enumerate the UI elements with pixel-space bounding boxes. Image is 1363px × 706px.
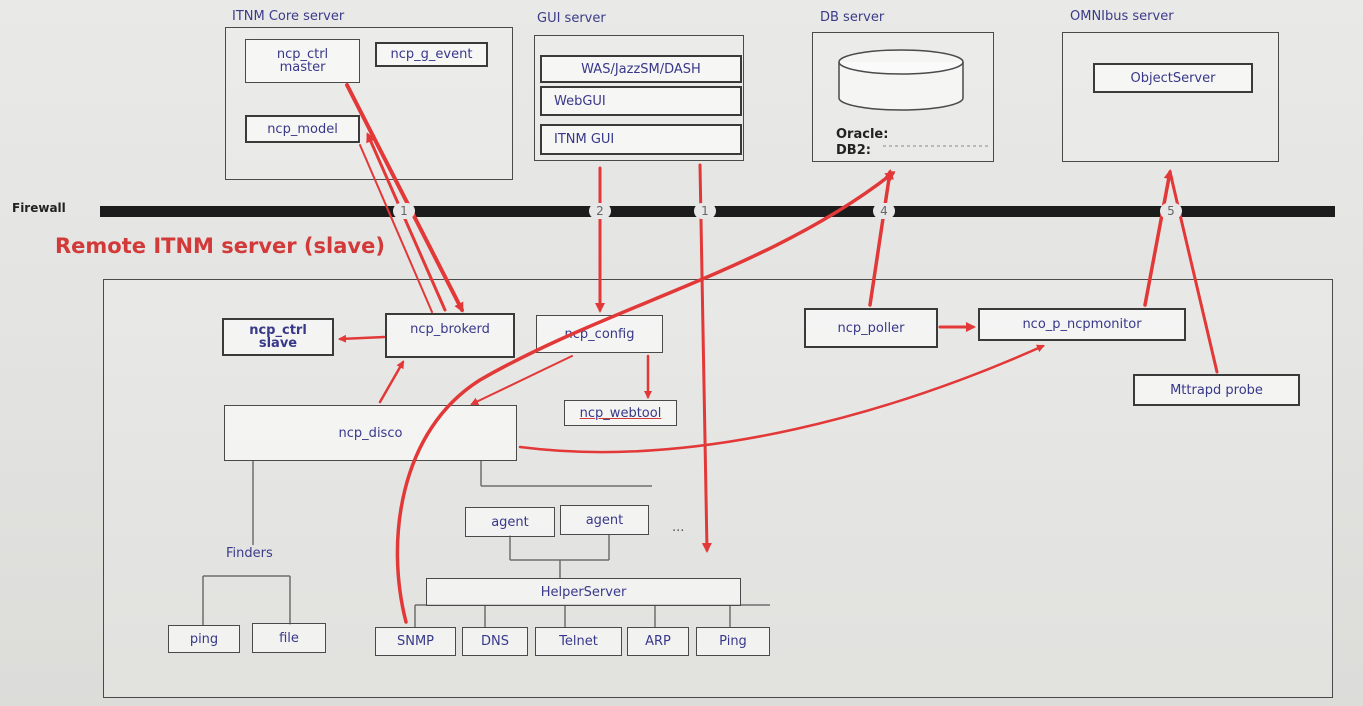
db2-label: DB2: [836, 143, 871, 158]
arp-box: ARP [627, 627, 689, 656]
dns-box: DNS [462, 627, 528, 656]
agent-box-1: agent [465, 507, 555, 537]
ping-helper-box: Ping [696, 627, 770, 656]
was-jazzsm-dash-box: WAS/JazzSM/DASH [540, 55, 742, 83]
omnibus-server-group [1062, 32, 1279, 162]
itnm-gui-box: ITNM GUI [540, 124, 742, 155]
firewall-label: Firewall [12, 201, 66, 215]
agent-ellipsis: ... [672, 520, 685, 535]
ncp-ctrl-slave-box: ncp_ctrl slave [222, 318, 334, 356]
ncp-model-box: ncp_model [245, 115, 360, 143]
ncp-g-event-box: ncp_g_event [375, 42, 488, 67]
firewall-bar [100, 206, 1335, 217]
remote-server-title: Remote ITNM server (slave) [55, 234, 385, 258]
nco-p-ncpmonitor-box: nco_p_ncpmonitor [978, 308, 1186, 341]
telnet-box: Telnet [535, 627, 622, 656]
db-server-title: DB server [820, 10, 885, 25]
ncp-webtool-box: ncp_webtool [564, 400, 677, 426]
core-server-title: ITNM Core server [232, 9, 345, 24]
ncp-disco-box: ncp_disco [224, 405, 517, 461]
oracle-label: Oracle: [836, 127, 889, 142]
firewall-port-number: 1 [694, 203, 716, 219]
ping-finder-box: ping [168, 625, 240, 653]
gui-server-title: GUI server [537, 11, 606, 26]
ncp-poller-box: ncp_poller [804, 308, 938, 348]
helperserver-box: HelperServer [426, 578, 741, 606]
agent-box-2: agent [560, 505, 649, 535]
firewall-port-number: 1 [393, 203, 415, 219]
ncp-brokerd-box: ncp_brokerd [385, 313, 515, 358]
finders-label: Finders [226, 546, 273, 561]
webgui-box: WebGUI [540, 86, 742, 116]
objectserver-box: ObjectServer [1093, 63, 1253, 93]
mttrapd-probe-box: Mttrapd probe [1133, 374, 1300, 406]
firewall-port-number: 4 [873, 203, 895, 219]
firewall-port-number: 5 [1160, 203, 1182, 219]
firewall-port-number: 2 [589, 203, 611, 219]
ncp-config-box: ncp_config [536, 315, 663, 353]
snmp-box: SNMP [375, 627, 456, 656]
file-finder-box: file [252, 623, 326, 653]
ncp-ctrl-master-box: ncp_ctrl master [245, 39, 360, 83]
omnibus-server-title: OMNIbus server [1070, 9, 1174, 24]
